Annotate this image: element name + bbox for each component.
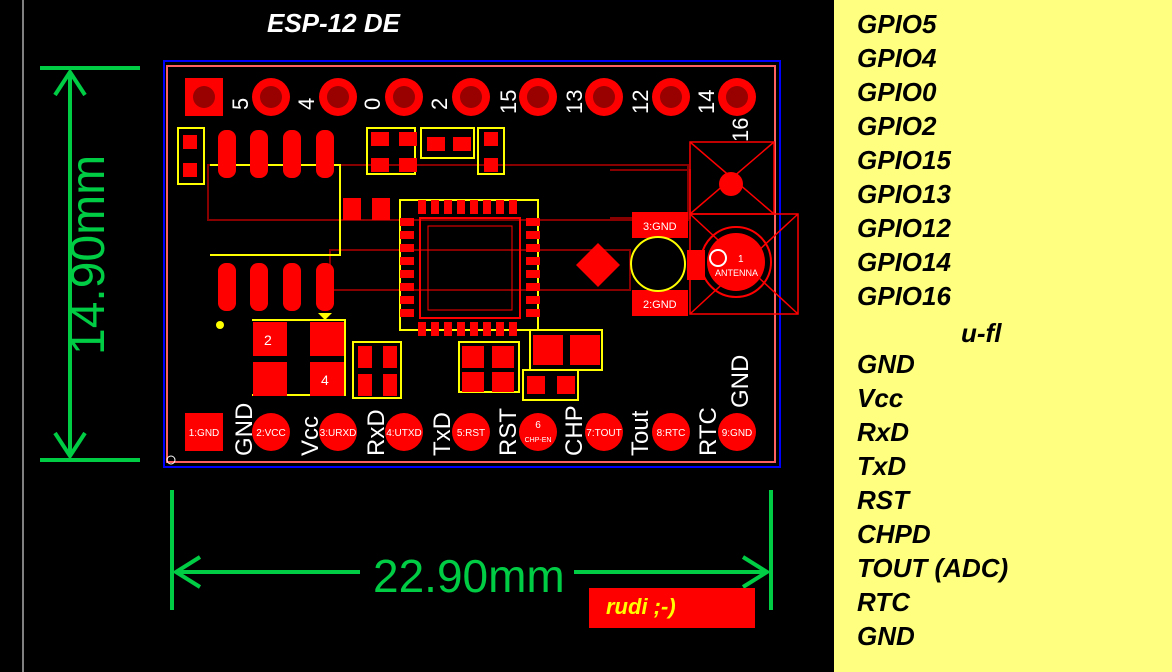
top-pin-label: 0 (360, 98, 385, 110)
legend-item: GPIO16 (857, 281, 951, 311)
top-pin-label: 2 (427, 98, 452, 110)
antenna-pad-small (719, 172, 743, 196)
pad-2-label: 2 (264, 332, 272, 348)
pad-4-label: 4 (321, 372, 329, 388)
legend-item: GPIO13 (857, 179, 951, 209)
width-dimension-label: 22.90mm (373, 550, 565, 602)
antenna-gnd-bottom: 2:GND (643, 299, 677, 311)
antenna-pin-number: 1 (738, 254, 744, 265)
legend-item: RxD (857, 417, 910, 447)
bottom-pad-labels: 1:GND 2:VCC 3:URXD 4:UTXD 5:RST 6 CHP-EN… (189, 420, 753, 444)
top-pin-label: 15 (496, 90, 521, 114)
top-pin-label: 5 (228, 98, 253, 110)
bottom-pin-name: RxD (363, 409, 390, 456)
antenna-label: ANTENNA (715, 268, 758, 278)
signature-text: rudi ;-) (606, 594, 676, 619)
top-pin-label: 4 (294, 98, 319, 110)
top-pin-row (185, 78, 756, 116)
legend-item: GPIO0 (857, 77, 937, 107)
legend-item: Vcc (857, 383, 904, 413)
width-label-bg (360, 548, 574, 596)
bottom-pad-label: 3:URXD (320, 428, 357, 439)
board-keepout (166, 65, 776, 463)
legend-item: GPIO4 (857, 43, 937, 73)
pad-4 (310, 362, 344, 396)
pin1-marker (216, 321, 224, 329)
top-pin-label: 16 (728, 118, 753, 142)
legend-item: RTC (857, 587, 910, 617)
bottom-pin-name: Vcc (297, 416, 324, 456)
bottom-pad-label: 9:GND (722, 428, 753, 439)
legend-item: GND (857, 349, 915, 379)
legend-item: RST (857, 485, 909, 515)
antenna-pin-marker (709, 249, 727, 267)
pcb-drawing: 14.90mm 22.90mm (22, 0, 799, 672)
antenna-gnd-top: 3:GND (643, 221, 677, 233)
legend-item: GPIO2 (857, 111, 937, 141)
bottom-pad-label: 6 (535, 420, 541, 431)
pad-2 (253, 322, 287, 356)
legend-item: CHPD (857, 519, 931, 549)
bottom-pad-sublabel: CHP-EN (525, 437, 552, 444)
orientation-marker (318, 313, 332, 320)
bottom-pad-label: 5:RST (457, 428, 485, 439)
antenna-pad (707, 233, 765, 291)
height-dimension (40, 66, 140, 462)
bottom-pin-name: GND (727, 355, 754, 408)
legend-item: GND (857, 621, 915, 651)
origin-marker (166, 455, 176, 465)
legend-item: GPIO14 (857, 247, 951, 277)
legend-item: GPIO5 (857, 9, 937, 39)
board-title: ESP-12 DE (267, 8, 400, 38)
signature-box: rudi ;-) (589, 588, 755, 628)
bottom-pad-label: 2:VCC (256, 428, 285, 439)
bottom-pad-label: 7:TOUT (586, 428, 621, 439)
top-pin-label: 12 (628, 90, 653, 114)
bottom-pin-name: GND (231, 403, 258, 456)
bottom-pad-label: 4:UTXD (386, 428, 422, 439)
bottom-pad-label: 8:RTC (657, 428, 686, 439)
bottom-pin-name: CHP (561, 405, 588, 456)
legend-item: GPIO12 (857, 213, 951, 243)
bottom-pin-name: RST (495, 408, 522, 456)
bottom-pin-name: Tout (627, 410, 654, 456)
top-pin-label: 13 (562, 90, 587, 114)
qfn-chip (400, 200, 540, 336)
bottom-pin-names: GND Vcc RxD TxD RST CHP Tout RTC GND (231, 355, 754, 456)
legend-item: GPIO15 (857, 145, 951, 175)
top-pin-label: 14 (694, 90, 719, 114)
top-pin-labels: 5 4 0 2 15 13 12 14 16 (228, 90, 753, 142)
logo-watermark (207, 164, 691, 291)
legend-item: TxD (857, 451, 907, 481)
height-dimension-label: 14.90mm (62, 155, 115, 355)
component-pads (183, 130, 705, 396)
bottom-pin-name: RTC (695, 407, 722, 456)
pin-legend: GPIO5 GPIO4 GPIO0 GPIO2 GPIO15 GPIO13 GP… (834, 0, 1172, 672)
legend-item: TOUT (ADC) (857, 553, 1009, 583)
bottom-pin-name: TxD (429, 412, 456, 456)
board-outline (163, 60, 781, 468)
legend-item-ufl: u-fl (961, 318, 1002, 348)
pcb-canvas: 14.90mm 22.90mm (22, 0, 799, 672)
bottom-pad-label: 1:GND (189, 428, 220, 439)
bottom-pin-row (185, 413, 756, 451)
